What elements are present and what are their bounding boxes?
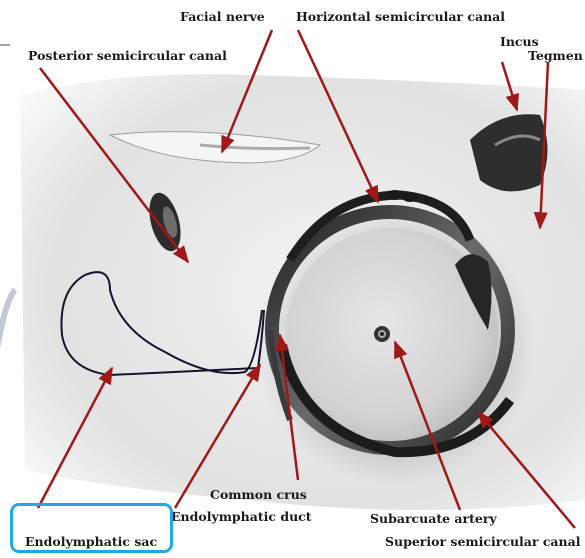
horizontal-canal-hole-2 [402, 192, 418, 202]
subarcuate-pit-core [380, 332, 384, 336]
label-posterior-canal: Posterior semicircular canal [28, 49, 227, 63]
horizontal-canal-hole-1 [386, 190, 404, 200]
label-incus: Incus [500, 35, 539, 49]
label-endolymphatic-duct: Endolymphatic duct [171, 510, 312, 524]
label-facial-nerve: Facial nerve [180, 10, 265, 24]
label-subarcuate-artery: Subarcuate artery [370, 512, 497, 526]
label-horizontal-canal: Horizontal semicircular canal [296, 10, 505, 24]
label-common-crus: Common crus [210, 488, 307, 502]
label-tegmen: Tegmen [528, 49, 583, 63]
highlight-box-endolymphatic-sac [10, 503, 173, 553]
label-superior-canal: Superior semicircular canal [385, 535, 580, 549]
